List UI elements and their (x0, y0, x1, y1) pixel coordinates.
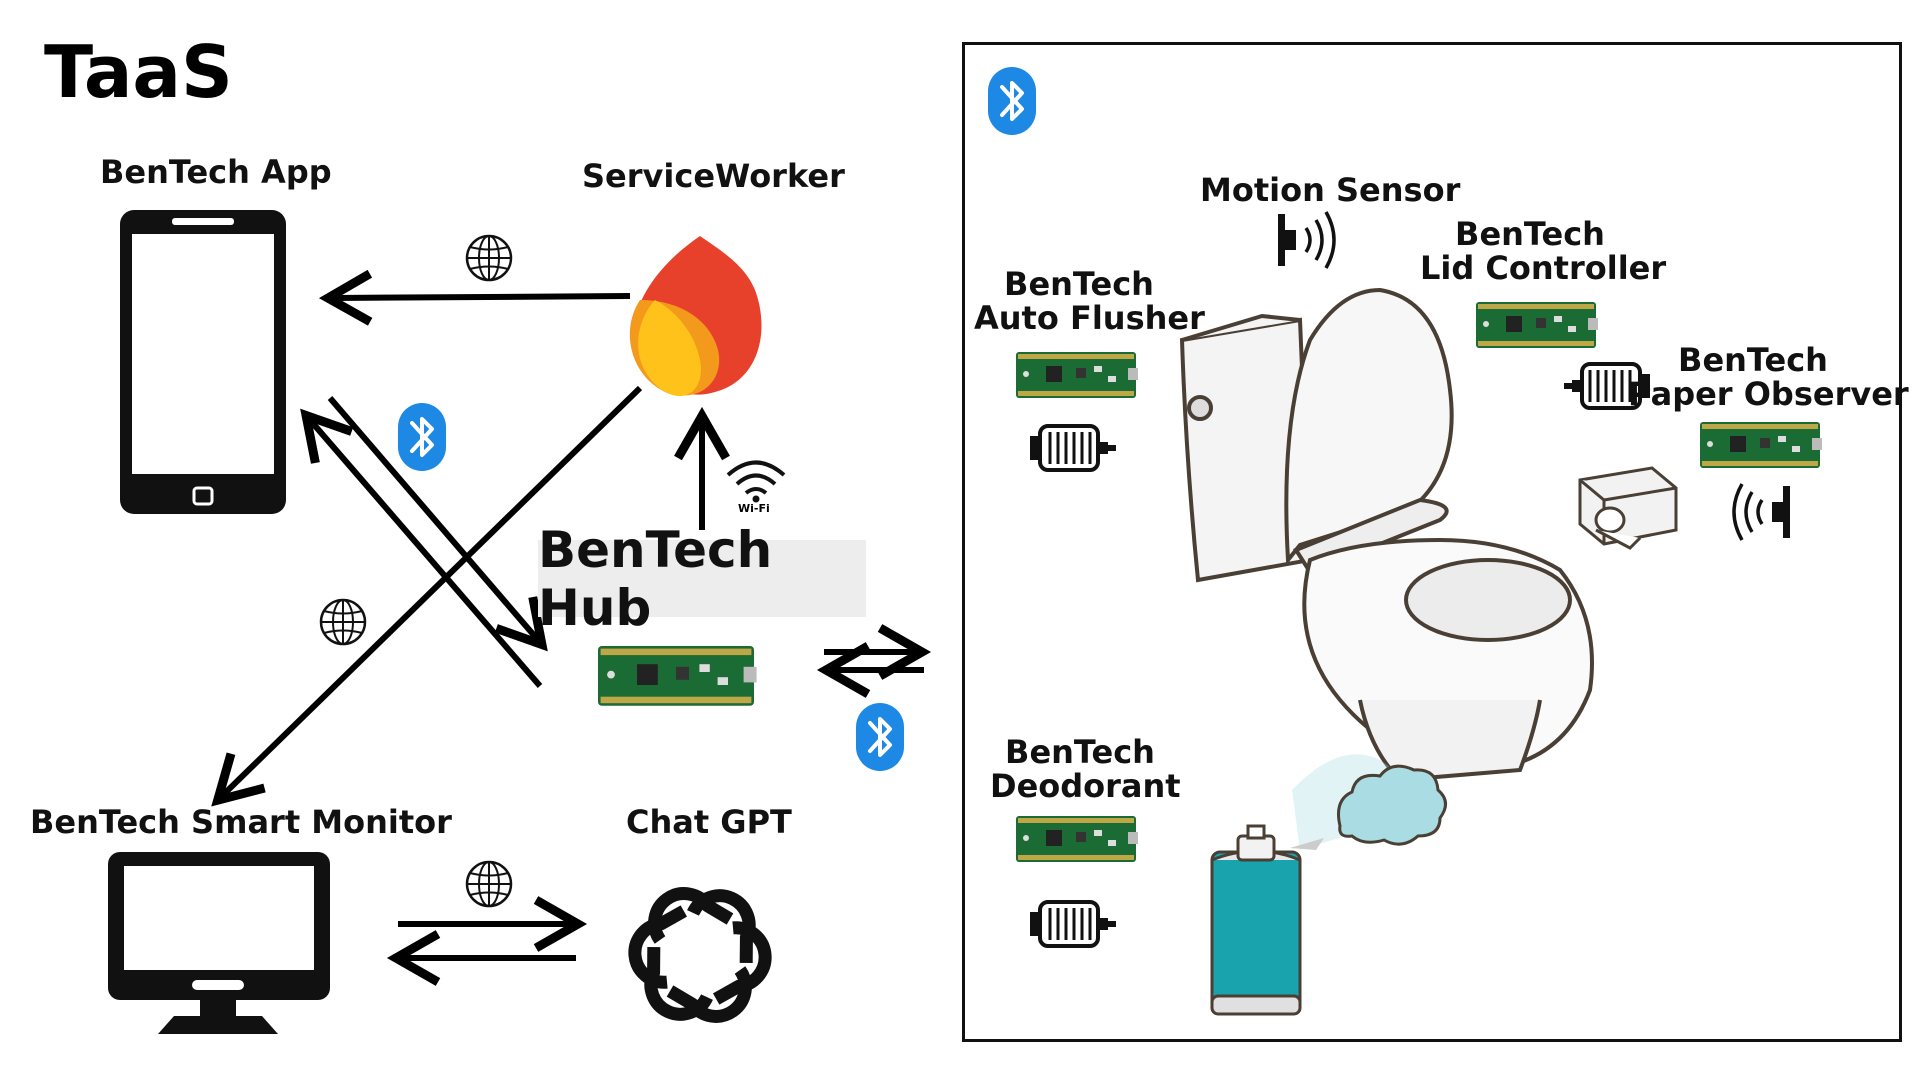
auto-flusher-line1: BenTech (1004, 265, 1154, 303)
lid-controller-line1: BenTech (1455, 215, 1605, 253)
speaker-icon (1732, 483, 1790, 541)
firebase-icon (629, 236, 762, 397)
monitor-label: BenTech Smart Monitor (30, 803, 452, 841)
globe-icon (465, 860, 513, 908)
restroom-panel (962, 42, 1902, 1042)
speaker-icon (1278, 211, 1336, 269)
lid-controller-label: BenTech Lid Controller (1420, 215, 1667, 287)
openai-icon (628, 887, 772, 1023)
deodorant-label: BenTech Deodorant (990, 733, 1181, 805)
serviceworker-label: ServiceWorker (582, 157, 845, 195)
auto-flusher-label: BenTech Auto Flusher (974, 265, 1205, 337)
motion-sensor-label: Motion Sensor (1200, 171, 1461, 209)
paper-observer-line2: Paper Observer (1628, 374, 1909, 413)
wifi-icon (726, 460, 786, 503)
deodorant-line1: BenTech (1005, 733, 1155, 771)
spray-can-icon (1210, 754, 1447, 1016)
arrow-serviceworker-to-app (318, 269, 631, 326)
bluetooth-icon (396, 401, 448, 473)
deodorant-line2: Deodorant (990, 766, 1181, 805)
arrow-hub-to-app (300, 408, 543, 688)
monitor-icon (108, 852, 330, 1034)
app-label: BenTech App (100, 153, 332, 191)
toilet-icon (1179, 287, 1594, 783)
arrows (211, 269, 932, 986)
phone-icon (120, 210, 286, 514)
lid-controller-line2: Lid Controller (1420, 248, 1667, 287)
globe-icon (465, 234, 513, 282)
hub-label: BenTech Hub (538, 521, 866, 637)
paper-roll-icon (1578, 466, 1678, 550)
wifi-label: Wi-Fi (738, 502, 770, 515)
pico-board-icon (598, 646, 757, 706)
globe-icon (319, 598, 367, 646)
page-title: TaaS (44, 30, 233, 114)
chatgpt-label: Chat GPT (626, 803, 792, 841)
paper-observer-line1: BenTech (1678, 341, 1828, 379)
paper-observer-label: BenTech Paper Observer (1628, 341, 1909, 413)
arrow-serviceworker-to-monitor (211, 385, 643, 807)
auto-flusher-line2: Auto Flusher (974, 298, 1205, 337)
arrow-app-to-hub (327, 396, 548, 652)
bluetooth-icon (854, 701, 906, 773)
